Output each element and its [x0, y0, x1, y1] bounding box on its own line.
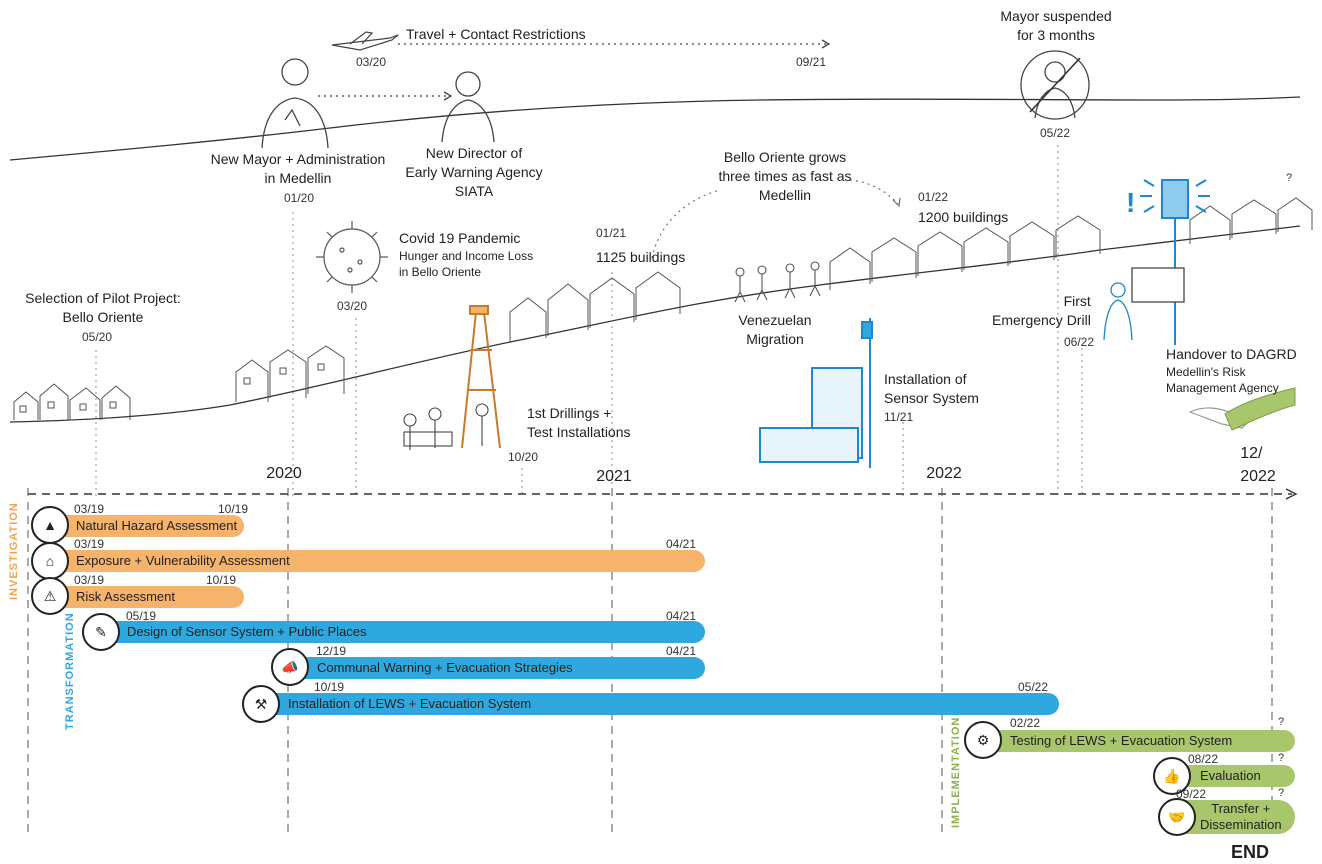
alert-exclamation-icon: ! — [1126, 187, 1135, 218]
future-question-mark: ? — [1286, 172, 1292, 184]
buildings-2022-date: 01/22 — [918, 190, 948, 204]
end-label: END — [1231, 842, 1269, 863]
bar-start-date: 03/19 — [74, 573, 104, 587]
buildings-2022-label: 1200 buildings — [918, 208, 1008, 227]
phase-label-investigation: INVESTIGATION — [8, 502, 20, 600]
houses-cluster-2021 — [510, 272, 680, 342]
bar-start-date: 12/19 — [316, 644, 346, 658]
drill-person-icon — [1104, 268, 1184, 340]
phase-label-implementation: IMPLEMENTATION — [950, 717, 962, 828]
bar-transfer-dissemination: Transfer + Dissemination — [1180, 800, 1295, 834]
buildings-2021-label: 1125 buildings — [596, 248, 685, 267]
year-label-2020: 2020 — [266, 465, 302, 483]
buildings-2021-date: 01/21 — [596, 226, 626, 240]
migration-label: Venezuelan Migration — [738, 311, 811, 349]
drillings-label: 1st Drillings + Test Installations — [527, 404, 631, 442]
hazard-icon: ▲ — [31, 506, 69, 544]
bar-design-sensor-system: Design of Sensor System + Public Places — [103, 621, 705, 643]
bar-end-date: 05/22 — [1018, 680, 1048, 694]
emergency-drill-date: 06/22 — [1064, 335, 1094, 349]
design-icon: ✎ — [82, 613, 120, 651]
bar-start-date: 05/19 — [126, 609, 156, 623]
pilot-selection-date: 05/20 — [82, 330, 112, 344]
bar-start-date: 10/19 — [314, 680, 344, 694]
new-mayor-label: New Mayor + Administration in Medellin — [211, 150, 386, 188]
growth-label: Bello Oriente grows three times as fast … — [718, 148, 851, 205]
bar-start-date: 03/19 — [74, 502, 104, 516]
megaphone-icon: 📣 — [271, 648, 309, 686]
bar-end-date: 10/19 — [218, 502, 248, 516]
mayor-suspended-icon — [1021, 51, 1089, 119]
workers-figures-icon — [404, 404, 488, 450]
bar-start-date: 08/22 — [1188, 752, 1218, 766]
covid-date: 03/20 — [337, 299, 367, 313]
handshake-icon: 🤝 — [1158, 798, 1196, 836]
siren-tower-icon — [1140, 180, 1210, 345]
mayor-suspended-label: Mayor suspended for 3 months — [1000, 7, 1111, 45]
bar-exposure-vulnerability-assessment: Exposure + Vulnerability Assessment — [52, 550, 705, 572]
bar-end-date: 10/19 — [206, 573, 236, 587]
travel-restrictions-label: Travel + Contact Restrictions — [406, 25, 586, 44]
year-label-end: 12/ 2022 — [1240, 442, 1276, 488]
installation-icon: ⚒ — [242, 685, 280, 723]
bar-end-date: 04/21 — [666, 609, 696, 623]
bar-risk-assessment: Risk Assessment — [52, 586, 244, 608]
covid-label: Covid 19 Pandemic Hunger and Income Loss… — [399, 229, 533, 280]
emergency-drill-label: First Emergency Drill — [992, 292, 1091, 330]
travel-start-date: 03/20 — [356, 55, 386, 69]
bar-start-date: 02/22 — [1010, 716, 1040, 730]
airplane-icon — [332, 32, 398, 50]
new-mayor-date: 01/20 — [284, 191, 314, 205]
bar-communal-warning: Communal Warning + Evacuation Strategies — [293, 657, 705, 679]
pilot-selection-label: Selection of Pilot Project: Bello Orient… — [25, 289, 181, 327]
new-director-label: New Director of Early Warning Agency SIA… — [405, 144, 542, 201]
sensor-installation-label: Installation of Sensor System — [884, 370, 979, 408]
bar-installation-lews: Installation of LEWS + Evacuation System — [264, 693, 1059, 715]
bar-end-date: 04/21 — [666, 644, 696, 658]
bar-end-unknown: ? — [1278, 787, 1284, 799]
phase-label-transformation: TRANSFORMATION — [64, 612, 76, 730]
migrant-figures-icon — [735, 262, 820, 302]
director-figure-icon — [442, 72, 494, 142]
testing-icon: ⚙ — [964, 721, 1002, 759]
bar-testing-lews: Testing of LEWS + Evacuation System — [986, 730, 1295, 752]
year-label-2022: 2022 — [926, 465, 962, 483]
bar-end-date: 04/21 — [666, 537, 696, 551]
houses-cluster-left — [14, 384, 130, 420]
upper-horizon-line — [10, 97, 1300, 160]
bar-evaluation: Evaluation — [1176, 765, 1295, 787]
travel-end-date: 09/21 — [796, 55, 826, 69]
houses-cluster-2022 — [830, 216, 1100, 290]
drillings-date: 10/20 — [508, 450, 538, 464]
virus-icon — [316, 221, 388, 293]
bar-natural-hazard-assessment: Natural Hazard Assessment — [52, 515, 244, 537]
houses-cluster-2020 — [236, 346, 344, 402]
drilling-rig-icon — [462, 306, 500, 448]
sensor-installation-date: 11/21 — [884, 410, 913, 424]
bar-end-unknown: ? — [1278, 752, 1284, 764]
bar-end-unknown: ? — [1278, 716, 1284, 728]
handover-label: Handover to DAGRD Medellin's Risk Manage… — [1166, 345, 1297, 396]
houses-icon: ⌂ — [31, 542, 69, 580]
risk-icon: ⚠ — [31, 577, 69, 615]
mayor-suspended-date: 05/22 — [1040, 126, 1070, 140]
year-label-2021: 2021 — [596, 468, 632, 486]
bar-start-date: 03/19 — [74, 537, 104, 551]
